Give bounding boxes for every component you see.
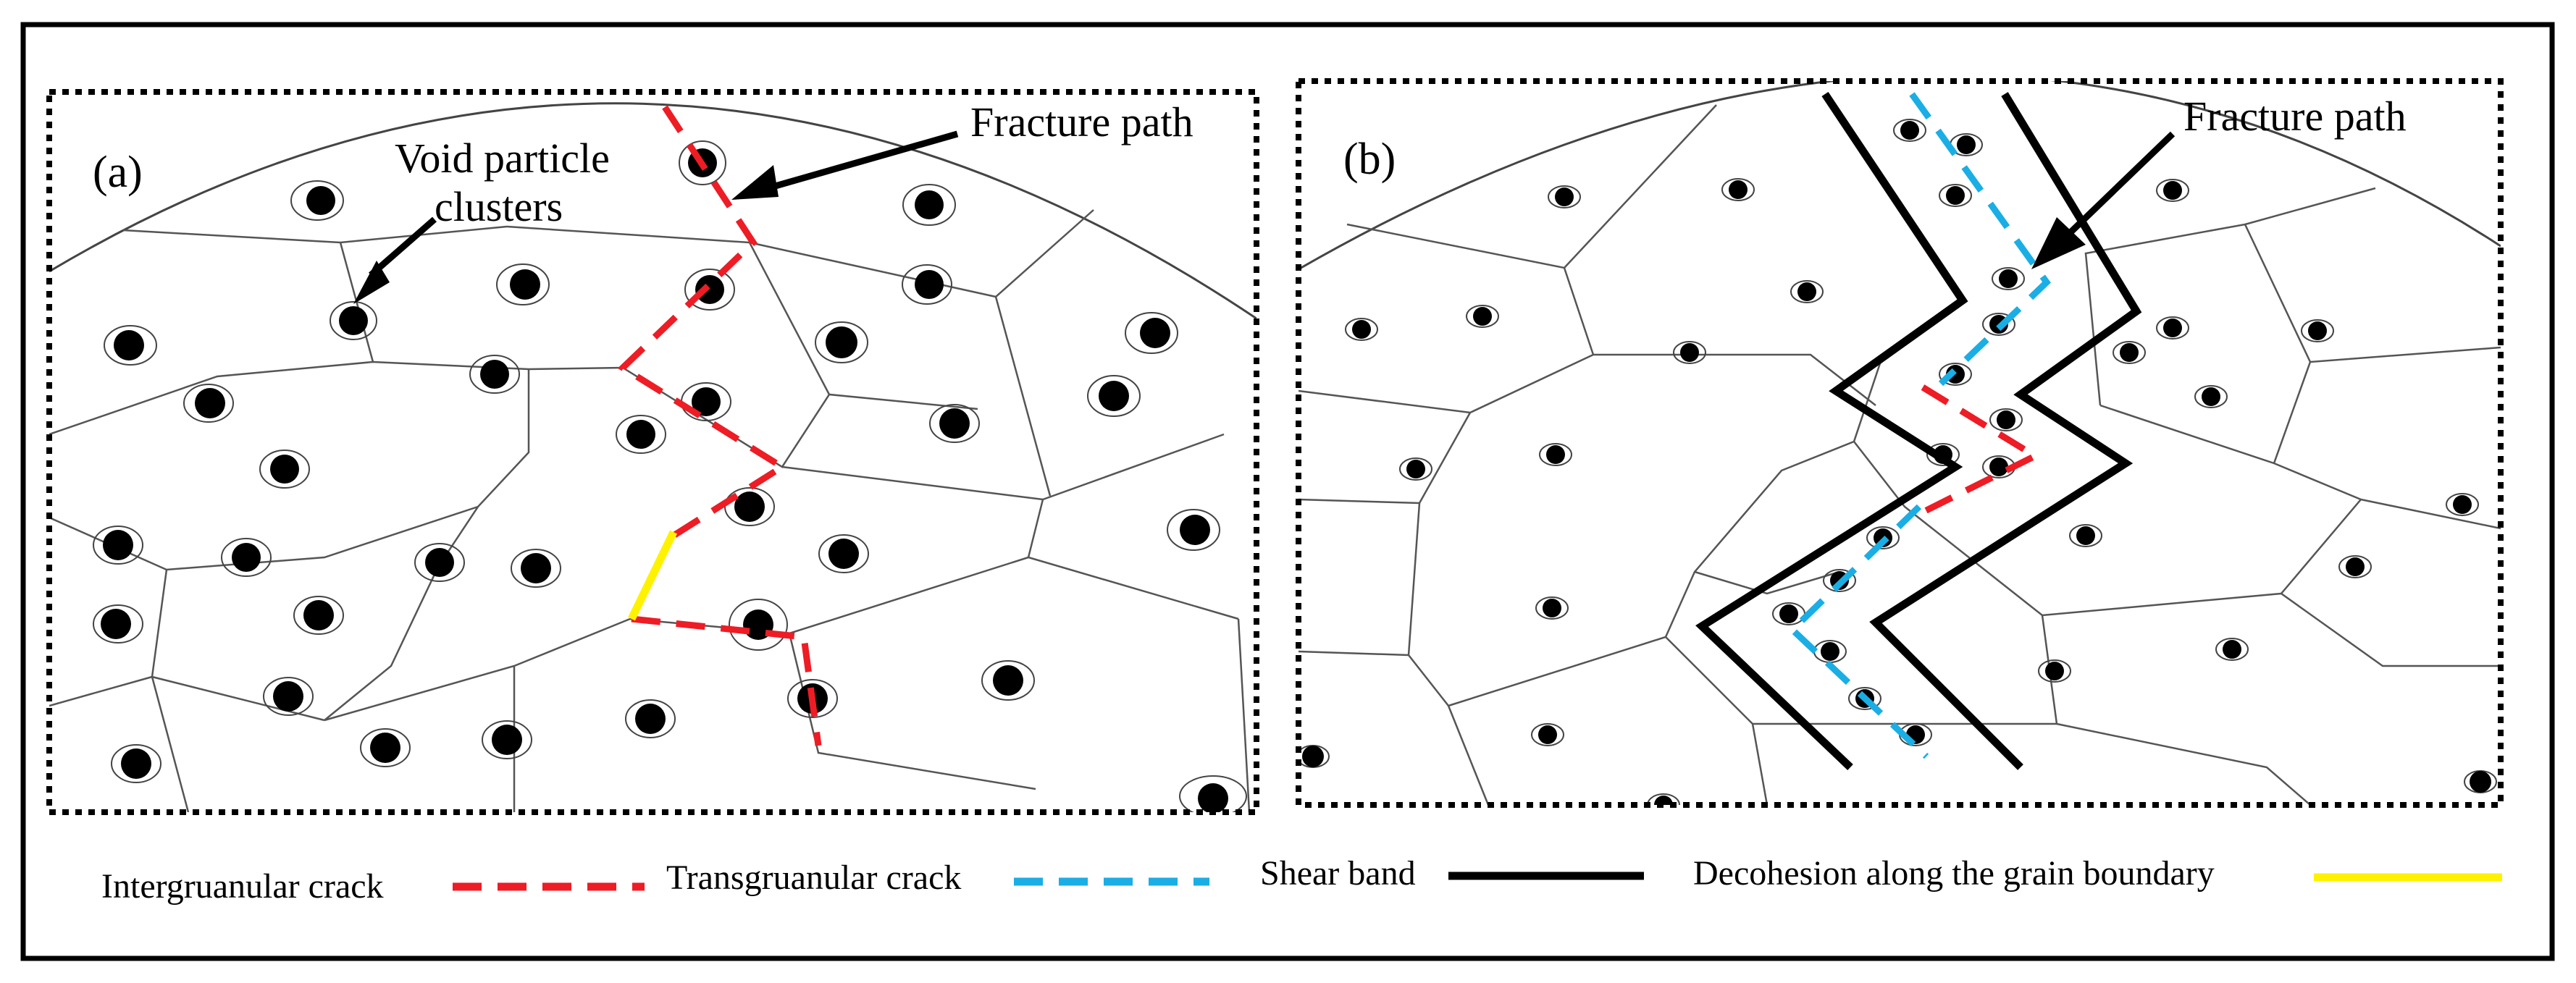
intergranular-crack-a-lower bbox=[631, 615, 822, 746]
specimen-outline-a bbox=[49, 102, 1256, 320]
void-particles-a bbox=[93, 140, 1247, 812]
legend-shear-label: Shear band bbox=[1260, 854, 1416, 893]
void-cluster-label-line1: Void particle bbox=[395, 135, 610, 182]
fracture-arrow-line-b bbox=[2068, 131, 2176, 235]
panel-a: (a) Void particle clusters Fracture path bbox=[46, 89, 1259, 815]
outer-frame bbox=[20, 22, 2555, 961]
decohesion-segment-a bbox=[628, 530, 677, 621]
void-cluster-arrow-head bbox=[353, 261, 390, 304]
fracture-arrow-line-a bbox=[766, 130, 959, 192]
void-cluster-label-line2: clusters bbox=[435, 183, 563, 230]
panel-b-border bbox=[1296, 78, 2504, 808]
transgranular-crack-upper bbox=[1909, 92, 2051, 387]
specimen-outline-b bbox=[1299, 81, 2501, 271]
panel-a-border bbox=[46, 89, 1259, 815]
fracture-path-label-b: Fracture path bbox=[2183, 93, 2407, 140]
void-particles-b bbox=[1299, 119, 2497, 805]
void-cluster-arrow-line bbox=[369, 216, 437, 278]
fracture-path-label-a: Fracture path bbox=[970, 98, 1193, 145]
panel-b-label: (b) bbox=[1343, 135, 1396, 184]
shear-band-left bbox=[1695, 91, 1968, 770]
legend-intergranular-label: Intergruanular crack bbox=[101, 867, 384, 906]
legend-decohesion-label: Decohesion along the grain boundary bbox=[1693, 854, 2215, 893]
panel-b: (b) Fracture path bbox=[1296, 78, 2504, 808]
fracture-arrow-head-b bbox=[2031, 217, 2086, 269]
transgranular-crack-lower bbox=[1787, 504, 1929, 759]
legend: Intergruanular crack Transgruanular crac… bbox=[101, 854, 2502, 906]
intergranular-crack-a bbox=[617, 105, 789, 539]
panel-a-label: (a) bbox=[93, 148, 143, 197]
shear-band-right bbox=[1869, 92, 2142, 770]
fracture-arrow-head-a bbox=[731, 165, 779, 200]
legend-transgranular-label: Transgruanular crack bbox=[666, 858, 961, 897]
